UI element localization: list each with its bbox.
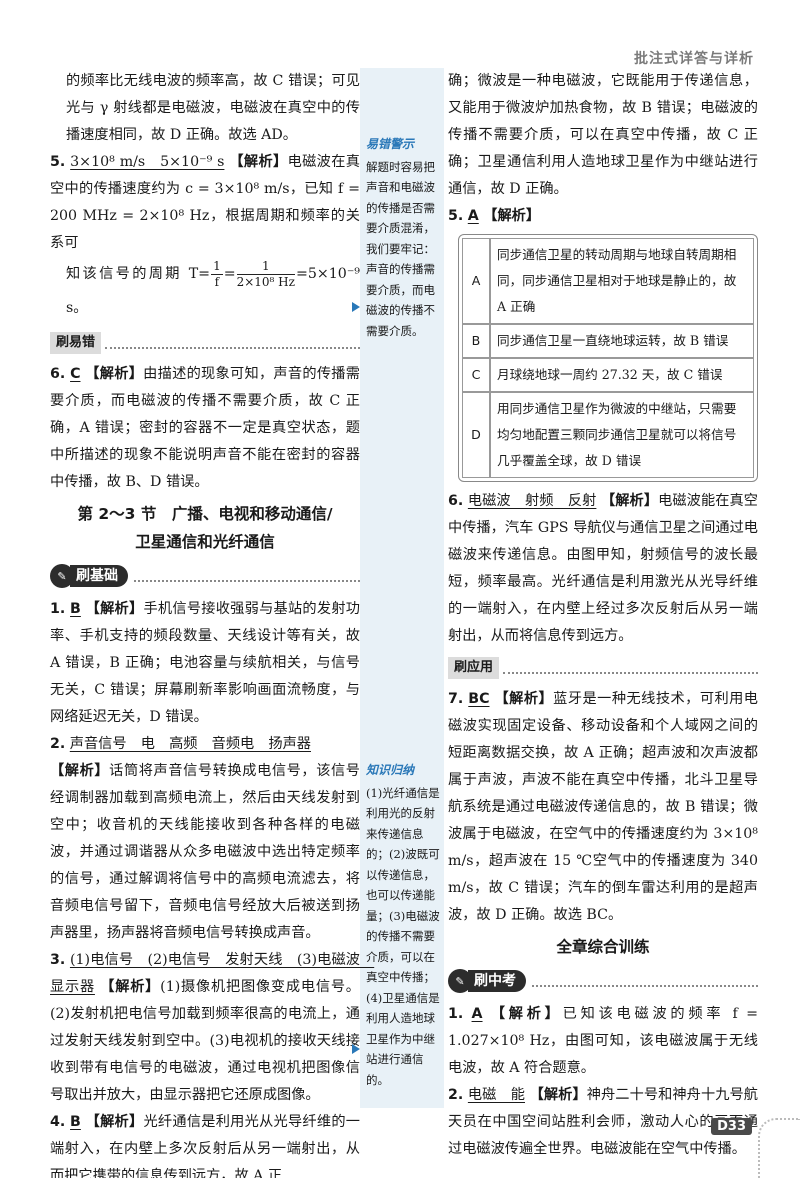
header-tag: 批注式详答与详析 [634, 51, 754, 67]
question-7: 7. BC 【解析】蓝牙是一种无线技术，可利用电磁波实现固定设备、移动设备和个人… [448, 691, 758, 923]
section-strip-yingyong: 刷应用 [448, 656, 758, 680]
chapter-review-title: 全章综合训练 [556, 938, 650, 956]
exam-question-2: 2. 电磁 能 【解析】神舟二十号和神舟十九号航天员在中国空间站胜利会师，激动人… [448, 1087, 758, 1157]
question-4: 4. B 【解析】光纤通信是利用光从光导纤维的一端射入，在内壁上多次反射后从另一… [50, 1114, 360, 1178]
right-column: 确；微波是一种电磁波，它既能用于传递信息，又能用于微波炉加热食物，故 B 错误；… [448, 68, 758, 1163]
question-6-right: 6. 电磁波 射频 反射 【解析】电磁波能在真空中传播，汽车 GPS 导航仪与通… [448, 493, 758, 644]
page-number: D33 [711, 1118, 752, 1135]
section-title: 第 2～3 节 广播、电视和移动通信/ 卫星通信和光纤通信 [77, 505, 333, 551]
continued-answer-4: 确；微波是一种电磁波，它既能用于传递信息，又能用于微波炉加热食物，故 B 错误；… [448, 73, 758, 197]
section-strip-yicuo: 刷易错 [50, 331, 360, 355]
note-guina: 知识归纳 (1)光纤通信是利用光的反射来传递信息的；(2)波既可以传递信息，也可… [366, 763, 440, 1087]
annotation-sidebar [360, 68, 444, 1108]
left-column: 的频率比无线电波的频率高，故 C 错误；可见光与 γ 射线都是电磁波，电磁波在真… [50, 68, 375, 1178]
continued-answer: 的频率比无线电波的频率高，故 C 错误；可见光与 γ 射线都是电磁波，电磁波在真… [66, 73, 360, 143]
arrow-icon [352, 1044, 360, 1054]
answer-5: 3×10⁸ m/s 5×10⁻⁹ s [70, 154, 225, 170]
note-yicuo: 易错警示 解题时容易把声音和电磁波的传播是否需要介质混淆，我们要牢记：声音的传播… [366, 137, 435, 338]
question-1: 1. B 【解析】手机信号接收强弱与基站的发射功率、手机支持的频段数量、天线设计… [50, 601, 360, 725]
question-2: 2. 声音信号 电 高频 音频电 扬声器 【解析】话筒将声音信号转换成电信号，该… [50, 736, 360, 941]
badge-zhongkao: ✎刷中考 [448, 967, 758, 995]
page-corner-decoration [758, 1118, 800, 1178]
question-5: 5. 3×10⁸ m/s 5×10⁻⁹ s 【解析】电磁波在真空中的传播速度约为… [50, 154, 360, 251]
question-3: 3. (1)电信号 (2)电信号 发射天线 (3)电磁波 显示器 【解析】(1)… [50, 952, 375, 1103]
badge-jichu: ✎刷基础 [50, 562, 360, 590]
question-6: 6. C 【解析】由描述的现象可知，声音的传播需要介质，而电磁波的传播不需要介质… [50, 366, 360, 490]
question-5-right: 5. A 【解析】 [448, 208, 541, 224]
arrow-icon [352, 302, 360, 312]
exam-question-1: 1. A 【解析】已知该电磁波的频率 f = 1.027×10⁸ Hz，由图可知… [448, 1006, 758, 1076]
